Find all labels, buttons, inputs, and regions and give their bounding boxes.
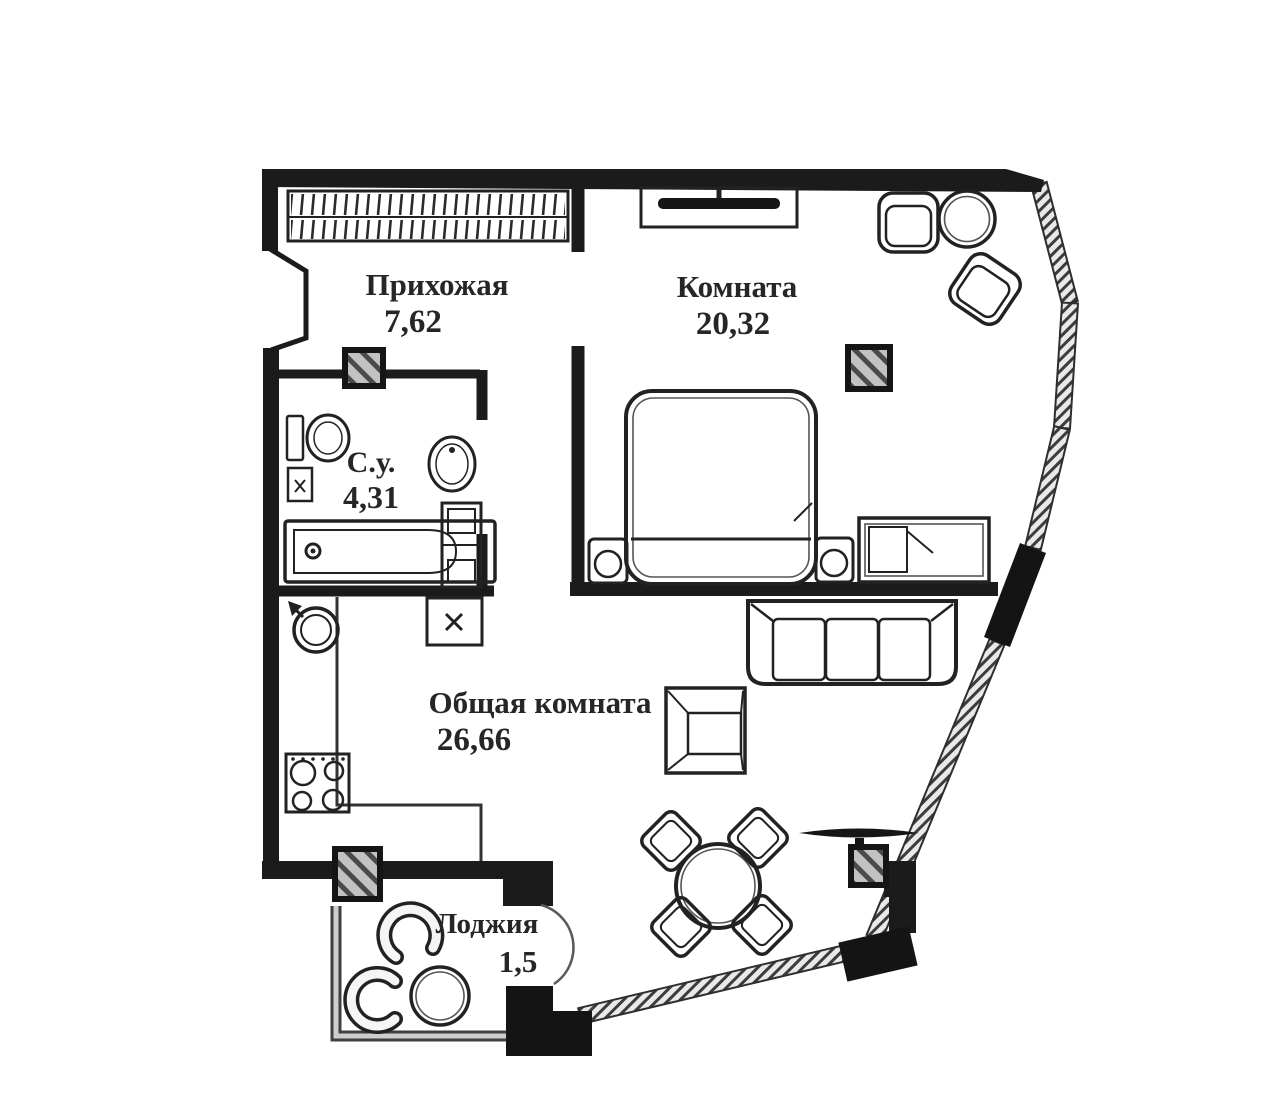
room-label-bathroom: С.у.: [347, 446, 396, 479]
vent-shaft-bedroom: [845, 344, 893, 392]
nightstand-right: [814, 536, 855, 584]
room-label-living: Общая комната: [429, 685, 652, 720]
stove: [284, 752, 351, 814]
bed: [624, 389, 818, 586]
wall-zigzag-a: [884, 861, 916, 897]
corner-chair: [948, 252, 1022, 326]
loggia-chair-1: [376, 901, 445, 965]
bathtub: [283, 519, 497, 584]
tv-stand: [664, 686, 747, 775]
nightstand-left: [587, 537, 629, 585]
dining-chair: [731, 894, 793, 956]
dining-chair: [640, 810, 702, 872]
loggia-door-arc: [540, 903, 575, 986]
loggia-chair-2: [343, 966, 403, 1034]
washing-machine: [288, 601, 340, 654]
bath-cabinet: [286, 466, 314, 503]
room-label-loggia: Лоджия: [436, 908, 539, 940]
bath-sink: [427, 435, 477, 493]
kitchen-counter-edge: [335, 597, 483, 861]
wall-entry-notch: [268, 246, 309, 353]
room-area-loggia: 1,5: [499, 944, 538, 979]
vent-shaft-loggia: [332, 846, 383, 902]
wardrobe: [286, 189, 570, 243]
dining-chair: [650, 896, 712, 958]
room-area-bathroom: 4,31: [343, 479, 399, 515]
room-area-living: 26,66: [437, 722, 511, 758]
window-segment: [1052, 301, 1080, 430]
bedroom-tv-cabinet: [639, 186, 799, 229]
wall-zigzag-b: [889, 897, 916, 933]
room-area-bedroom: 20,32: [696, 306, 770, 342]
side-table: [937, 189, 997, 249]
room-label-bedroom: Комната: [677, 269, 798, 304]
pillars-group: [506, 543, 1046, 1056]
toilet: [285, 413, 351, 463]
kitchen-sink: [425, 596, 484, 647]
loggia-table: [409, 965, 471, 1027]
vent-shafts-group: [332, 344, 893, 902]
sofa: [746, 599, 958, 686]
room-area-hallway: 7,62: [384, 304, 442, 340]
vent-shaft-hallway: [342, 347, 386, 389]
bath-shelf-unit: [440, 501, 483, 589]
wall-top: [262, 169, 1044, 192]
window-segment: [1023, 424, 1072, 552]
bar-counter: [799, 828, 919, 849]
dining-chair: [727, 807, 789, 869]
room-labels-group: Прихожая 7,62 Комната 20,32 С.у. 4,31 Об…: [343, 267, 798, 979]
dining-table: [674, 842, 762, 930]
window-segment: [1030, 180, 1079, 307]
wall-loggia-thin-inner: [333, 906, 506, 1039]
pillar-facade-mid: [984, 543, 1046, 647]
pillar-loggia: [506, 986, 592, 1056]
armchair: [877, 191, 940, 254]
window-segment-loggia: [577, 942, 853, 1026]
dresser: [857, 516, 991, 584]
vent-shaft-column: [848, 844, 889, 888]
wall-loggia-top: [262, 861, 553, 906]
room-label-hallway: Прихожая: [365, 267, 508, 302]
pillar-facade-corner: [838, 926, 918, 982]
walls-stroke-group: [262, 169, 998, 1042]
